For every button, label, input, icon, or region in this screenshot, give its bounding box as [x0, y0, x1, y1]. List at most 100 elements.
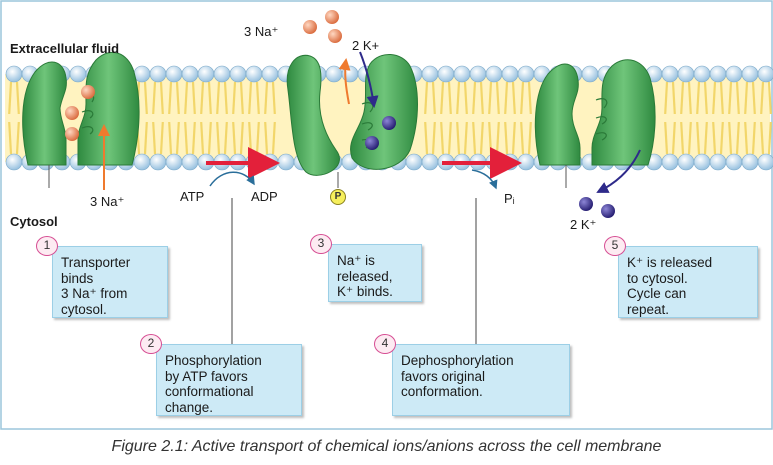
- lipid-tail: [735, 81, 740, 115]
- lipid-tail: [712, 121, 717, 155]
- lipid-head: [453, 65, 471, 83]
- lipid-tail: [264, 81, 269, 115]
- lipid-tail: [744, 81, 749, 115]
- lipid-tail: [671, 81, 676, 115]
- lipid-head: [5, 65, 23, 83]
- sodium-release-arrow: [338, 58, 351, 105]
- potassium-ions-released: [579, 197, 615, 218]
- step-4-number: 4: [374, 334, 396, 354]
- lipid-tail: [687, 81, 692, 115]
- lipid-head: [517, 65, 535, 83]
- lipid-head: [165, 153, 183, 171]
- sodium-ion: [65, 106, 79, 120]
- sodium-ion: [81, 85, 95, 99]
- lipid-tail: [504, 81, 509, 115]
- lipid-head: [501, 65, 519, 83]
- step-3-number: 3: [310, 234, 332, 254]
- lipid-head: [725, 153, 743, 171]
- lipid-tail: [152, 121, 157, 155]
- lipid-tail: [15, 121, 20, 155]
- lipid-tail: [719, 81, 724, 115]
- lipid-head: [261, 65, 279, 83]
- lipid-tail: [143, 81, 148, 115]
- lipid-tail: [696, 121, 701, 155]
- lipid-tail: [159, 121, 164, 155]
- lipid-head: [757, 153, 773, 171]
- potassium-ion: [365, 136, 379, 150]
- step-2-number: 2: [140, 334, 162, 354]
- lipid-tail: [456, 81, 461, 115]
- lipid-head: [709, 65, 727, 83]
- lipid-tail: [760, 121, 765, 155]
- lipid-tail: [232, 121, 237, 155]
- lipid-tail: [479, 81, 484, 115]
- lipid-tail: [8, 121, 13, 155]
- lipid-head: [517, 153, 535, 171]
- step-4-box: Dephosphorylation favors original confor…: [392, 344, 570, 416]
- lipid-tail: [8, 81, 13, 115]
- lipid-head: [485, 65, 503, 83]
- lipid-tail: [479, 121, 484, 155]
- lipid-head: [197, 65, 215, 83]
- step-3-box: Na⁺ is released, K⁺ binds.: [328, 244, 422, 302]
- lipid-tail: [152, 81, 157, 115]
- na-released-label: 3 Na⁺: [244, 24, 279, 39]
- pi-label: Pᵢ: [504, 191, 515, 206]
- lipid-tail: [495, 81, 500, 115]
- lipid-tail: [424, 121, 429, 155]
- lipid-tail: [424, 81, 429, 115]
- lipid-tail: [671, 121, 676, 155]
- lipid-tail: [216, 121, 221, 155]
- lipid-head: [741, 65, 759, 83]
- lipid-tail: [488, 81, 493, 115]
- sodium-potassium-pump-diagram: [0, 0, 773, 430]
- sodium-ions-released: [303, 10, 342, 43]
- lipid-head: [661, 153, 679, 171]
- lipid-tail: [520, 121, 525, 155]
- extracellular-fluid-label: Extracellular fluid: [10, 41, 120, 56]
- lipid-tail: [248, 81, 253, 115]
- lipid-head: [757, 65, 773, 83]
- lipid-head: [133, 153, 151, 171]
- lipid-head: [405, 153, 423, 171]
- lipid-tail: [751, 121, 756, 155]
- lipid-tail: [255, 81, 260, 115]
- step-2-box: Phosphorylation by ATP favors conformati…: [156, 344, 302, 416]
- lipid-tail: [431, 121, 436, 155]
- lipid-tail: [728, 121, 733, 155]
- lipid-tail: [440, 81, 445, 115]
- lipid-head: [149, 153, 167, 171]
- potassium-release-arrow: [596, 149, 641, 193]
- lipid-head: [469, 65, 487, 83]
- sodium-ions-bound: [65, 85, 95, 141]
- lipid-tail: [463, 81, 468, 115]
- atp-label: ATP: [180, 189, 205, 204]
- lipid-head: [277, 153, 295, 171]
- step-5-number: 5: [604, 236, 626, 256]
- lipid-tail: [207, 81, 212, 115]
- lipid-tail: [527, 81, 532, 115]
- sodium-ion: [325, 10, 339, 24]
- lipid-head: [245, 65, 263, 83]
- figure-caption: Figure 2.1: Active transport of chemical…: [111, 438, 662, 455]
- potassium-ion: [601, 204, 615, 218]
- potassium-binding-arrow: [359, 51, 379, 108]
- lipid-tail: [232, 81, 237, 115]
- k-extracellular-label: 2 K+: [352, 38, 380, 53]
- lipid-tail: [223, 121, 228, 155]
- lipid-tail: [168, 81, 173, 115]
- step-1-box: Transporter binds 3 Na⁺ from cytosol.: [52, 246, 168, 318]
- lipid-tail: [680, 81, 685, 115]
- sodium-ion: [65, 127, 79, 141]
- lipid-tail: [520, 81, 525, 115]
- lipid-tail: [447, 121, 452, 155]
- lipid-tail: [703, 81, 708, 115]
- lipid-tail: [223, 81, 228, 115]
- sodium-ion: [328, 29, 342, 43]
- lipid-tail: [687, 121, 692, 155]
- lipid-tail: [472, 121, 477, 155]
- lipid-tail: [239, 81, 244, 115]
- phosphate-group: P: [330, 189, 346, 205]
- lipid-head: [677, 65, 695, 83]
- lipid-tail: [463, 121, 468, 155]
